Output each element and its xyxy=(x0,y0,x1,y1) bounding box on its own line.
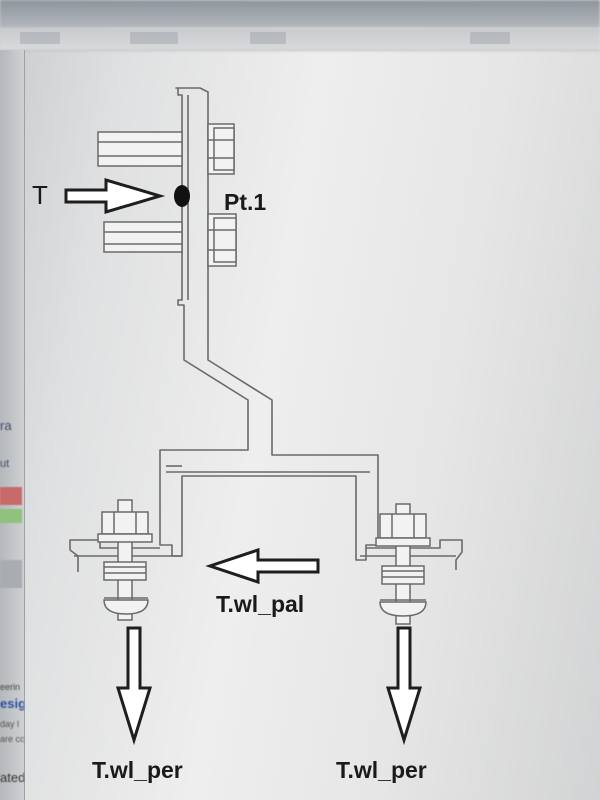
label-force-per-left: T.wl_per xyxy=(92,757,183,783)
load-point-marker xyxy=(174,185,190,207)
force-arrow-pal xyxy=(205,547,320,585)
label-force-per-right: T.wl_per xyxy=(336,757,427,783)
side-panel-block xyxy=(0,560,22,588)
label-point: Pt.1 xyxy=(224,189,266,215)
middle-bolt-shank xyxy=(103,221,183,253)
side-panel-text: are co xyxy=(0,734,24,744)
label-force-t: T xyxy=(32,180,48,210)
toolbar-tab[interactable] xyxy=(20,32,60,44)
middle-bolt xyxy=(103,213,237,267)
side-panel-text: eerin xyxy=(0,682,21,692)
toolbar-tab[interactable] xyxy=(250,32,286,44)
left-anchor-head xyxy=(103,599,149,615)
right-base-flange xyxy=(366,539,463,570)
left-anchor-bolt xyxy=(97,499,153,621)
left-anchor-lower-nut xyxy=(103,561,147,581)
right-anchor-nut xyxy=(379,513,427,539)
top-bolt-shank xyxy=(97,131,183,167)
right-anchor-bolt xyxy=(375,503,431,625)
label-force-pal: T.wl_pal xyxy=(216,591,304,617)
right-anchor-washer xyxy=(375,537,431,547)
side-panel-text: ut xyxy=(0,458,10,470)
middle-bolt-head-face xyxy=(213,217,237,263)
toolbar-tab[interactable] xyxy=(470,32,510,44)
force-arrow-per-left xyxy=(115,626,153,746)
top-bolt-head-face xyxy=(213,127,235,171)
toolbar-tab[interactable] xyxy=(130,32,178,44)
top-bolt xyxy=(97,123,235,175)
force-arrows xyxy=(64,177,423,746)
side-panel-text: ated xyxy=(0,770,24,785)
bracket-plate xyxy=(159,87,379,561)
left-flange-lip xyxy=(69,549,79,572)
side-panel-link[interactable]: esig xyxy=(0,696,24,711)
force-arrow-per-right xyxy=(385,626,423,746)
force-arrow-t xyxy=(64,177,166,215)
right-anchor-lower-nut xyxy=(381,565,425,585)
left-anchor-nut xyxy=(101,511,149,535)
side-panel-text: day l xyxy=(0,719,20,729)
toolbar xyxy=(0,28,600,51)
side-panel-green-bar xyxy=(0,509,22,523)
side-panel xyxy=(0,50,25,800)
left-anchor-washer xyxy=(97,533,153,543)
side-panel-text: ra xyxy=(0,418,12,433)
side-panel-red-bar xyxy=(0,487,22,505)
menu-bar xyxy=(0,0,600,28)
right-anchor-head xyxy=(379,601,427,617)
